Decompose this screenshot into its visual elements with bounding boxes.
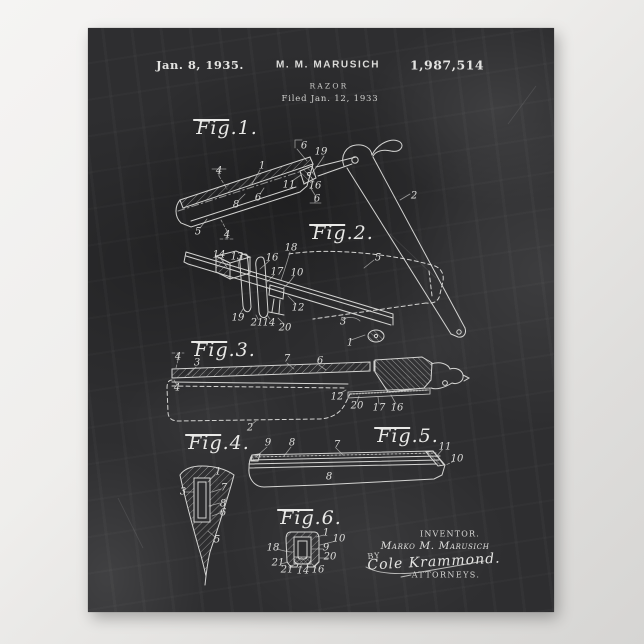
figure-label-fig3: Fig.3. xyxy=(194,339,256,361)
patent-number: 1,987,514 xyxy=(410,58,484,73)
callout-fig2-12: 12 xyxy=(292,303,305,314)
figure-label-fig5: Fig.5. xyxy=(377,425,439,447)
callout-fig4-6: 6 xyxy=(220,508,226,519)
figure-5-drawing xyxy=(249,451,445,487)
figure-6-drawing xyxy=(286,532,319,567)
callout-fig2-5: 5 xyxy=(375,253,381,264)
callout-fig3-20: 20 xyxy=(351,401,364,412)
figure-label-fig4: Fig.4. xyxy=(188,432,250,454)
callout-fig6-18: 18 xyxy=(267,543,280,554)
figure-2-leaders xyxy=(221,252,374,340)
callout-fig2-21: 21 xyxy=(251,318,264,329)
patent-date: Jan. 8, 1935. xyxy=(156,58,244,72)
callout-fig5-7: 7 xyxy=(334,440,340,451)
invention-title: RAZOR xyxy=(309,82,348,91)
callout-fig6-16: 16 xyxy=(312,565,325,576)
callout-fig6-20: 20 xyxy=(324,552,337,563)
callout-fig6-21: 21 xyxy=(281,565,294,576)
callout-fig1-1: 1 xyxy=(259,161,265,172)
callout-fig1-4: 4 xyxy=(224,230,230,241)
callout-fig3-17: 17 xyxy=(373,403,386,414)
chalkboard-background: Jan. 8, 1935. M. M. MARUSICH 1,987,514 R… xyxy=(88,28,554,612)
callout-fig5-8: 8 xyxy=(326,472,332,483)
callout-fig3-12: 12 xyxy=(331,392,344,403)
figure-2-drawing xyxy=(184,251,443,342)
figure-label-fig1: Fig.1. xyxy=(196,117,258,139)
callout-fig3-4: 4 xyxy=(174,383,180,394)
callout-fig2-16: 16 xyxy=(266,253,279,264)
callout-fig1-6: 6 xyxy=(301,141,307,152)
callout-fig6-14: 14 xyxy=(297,566,310,577)
callout-fig1-2: 2 xyxy=(411,191,417,202)
figure-label-fig6: Fig.6. xyxy=(280,507,342,529)
callout-fig1-4: 4 xyxy=(216,166,222,177)
patent-print-poster: Jan. 8, 1935. M. M. MARUSICH 1,987,514 R… xyxy=(88,28,554,612)
callout-fig1-11: 11 xyxy=(283,180,296,191)
callout-fig5-11: 11 xyxy=(439,442,452,453)
figure-label-fig2: Fig.2. xyxy=(312,222,374,244)
callout-fig2-17: 17 xyxy=(271,267,284,278)
callout-fig3-4: 4 xyxy=(175,352,181,363)
callout-fig3-3: 3 xyxy=(194,358,200,369)
callout-fig3-7: 7 xyxy=(284,354,290,365)
callout-fig2-10: 10 xyxy=(291,268,304,279)
attorneys-caption: ATTORNEYS. xyxy=(412,571,481,580)
callout-fig1-6: 6 xyxy=(255,193,261,204)
callout-fig1-5: 5 xyxy=(195,227,201,238)
callout-fig1-19: 19 xyxy=(315,147,328,158)
callout-fig2-1: 1 xyxy=(347,338,353,349)
inventor-caption: INVENTOR. xyxy=(420,530,480,539)
callout-fig1-8: 8 xyxy=(233,200,239,211)
callout-fig2-13: 13 xyxy=(231,252,244,263)
callout-fig2-3: 3 xyxy=(340,317,346,328)
inventor-name: Marko M. Marusich xyxy=(381,540,490,552)
callout-fig4-1: 1 xyxy=(215,467,221,478)
figure-3-drawing xyxy=(167,357,469,421)
callout-fig6-10: 10 xyxy=(333,534,346,545)
callout-fig1-6: 6 xyxy=(314,194,320,205)
callout-fig4-7: 7 xyxy=(221,483,227,494)
callout-fig2-14: 14 xyxy=(213,250,226,261)
callout-fig5-10: 10 xyxy=(451,454,464,465)
callout-fig3-6: 6 xyxy=(317,356,323,367)
filed-date: Filed Jan. 12, 1933 xyxy=(282,94,379,104)
callout-fig4-3: 3 xyxy=(180,487,186,498)
callout-fig6-1: 1 xyxy=(323,528,329,539)
callout-fig4-5: 5 xyxy=(214,535,220,546)
callout-fig3-16: 16 xyxy=(391,403,404,414)
callout-fig1-16: 16 xyxy=(309,181,322,192)
applicant-name: M. M. MARUSICH xyxy=(276,60,380,71)
callout-fig2-18: 18 xyxy=(285,243,298,254)
callout-fig5-9: 9 xyxy=(265,438,271,449)
callout-fig2-19: 19 xyxy=(232,313,245,324)
callout-fig2-14: 14 xyxy=(263,318,276,329)
callout-fig2-20: 20 xyxy=(279,323,292,334)
callout-fig5-8: 8 xyxy=(289,438,295,449)
